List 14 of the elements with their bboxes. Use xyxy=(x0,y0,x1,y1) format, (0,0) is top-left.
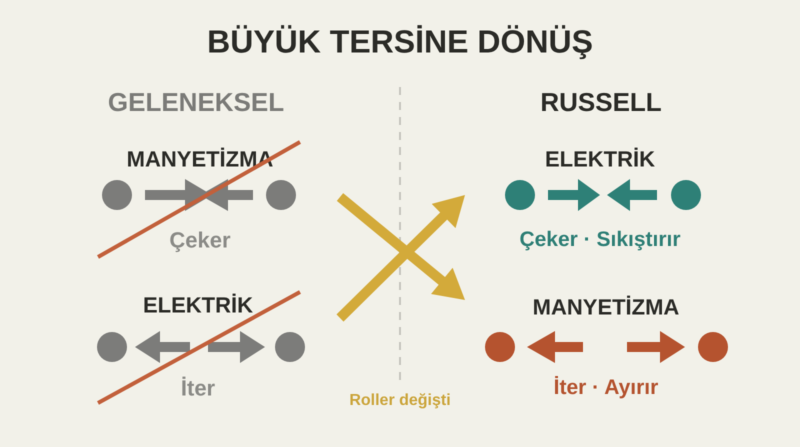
title: BÜYÜK TERSİNE DÖNÜŞ xyxy=(207,24,593,60)
category-heading: ELEKTRİK xyxy=(545,146,655,172)
column-heading: GELENEKSEL xyxy=(108,88,284,118)
effect-caption: İter xyxy=(180,375,216,401)
arrow xyxy=(336,193,465,300)
note-text: Roller değişti xyxy=(349,392,451,410)
effect-caption: İter · Ayırır xyxy=(554,376,658,400)
effect-caption: Çeker xyxy=(169,227,231,253)
category-heading: MANYETİZMA xyxy=(532,294,680,320)
effect-caption: Çeker · Sıkıştırır xyxy=(519,228,681,252)
category-heading: ELEKTRİK xyxy=(143,292,253,318)
column-heading: RUSSELL xyxy=(540,88,662,118)
category-heading: MANYETİZMA xyxy=(126,146,274,172)
arrow xyxy=(336,195,465,322)
